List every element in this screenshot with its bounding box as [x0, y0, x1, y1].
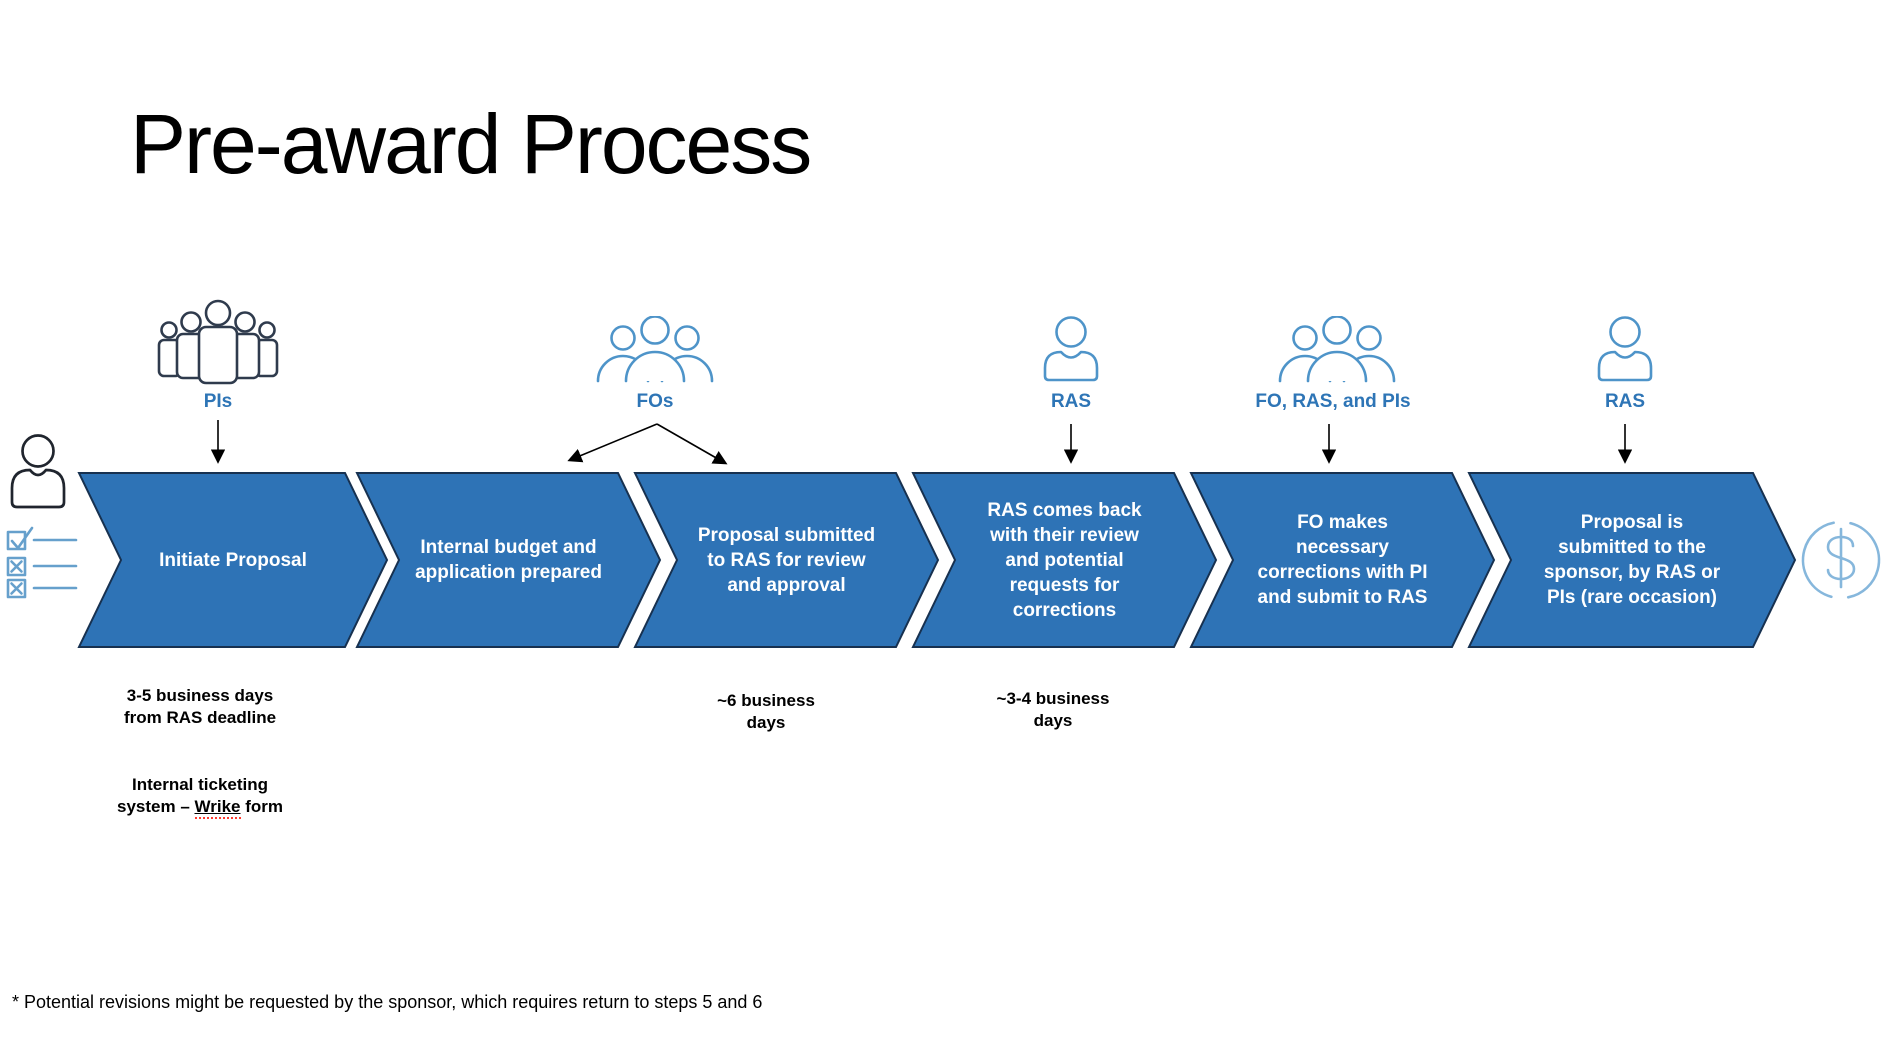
crowd-5-people-icon — [157, 299, 279, 385]
step-1-duration-note: 3-5 business days from RAS deadline — [123, 686, 277, 727]
actor-label-fos: FOs — [636, 391, 674, 412]
step-6-label: Proposal is submitted to the sponsor, by… — [1543, 512, 1721, 608]
ticketing-note-suffix: form — [240, 797, 283, 816]
footnote: * Potential revisions might be requested… — [12, 992, 763, 1012]
page-title: Pre-award Process — [130, 97, 812, 191]
step-4-duration-note: ~3-4 business days — [996, 689, 1110, 730]
person-with-checklist-icon — [6, 434, 78, 599]
actor-label-fo-ras-pis: FO, RAS, and PIs — [1255, 391, 1411, 412]
single-person-icon — [1043, 316, 1099, 382]
group-3-people-icon — [1278, 316, 1396, 383]
step-1-label: Initiate Proposal — [159, 549, 307, 571]
actor-label-ras-submit: RAS — [1604, 391, 1646, 412]
wrike-link[interactable]: Wrike — [194, 797, 241, 819]
step-4-label: RAS comes back with their review and pot… — [987, 499, 1142, 621]
step-3-duration-note: ~6 business days — [717, 691, 815, 732]
branch-arrow-fos-left — [567, 423, 658, 463]
step-5-label: FO makes necessary corrections with PI a… — [1257, 512, 1428, 608]
actor-label-pis: PIs — [203, 391, 233, 412]
ticketing-note: Internal ticketing system – Wrike form — [80, 752, 320, 819]
step-2-label: Internal budget and application prepared — [415, 537, 602, 583]
step-3-label: Proposal submitted to RAS for review and… — [697, 524, 876, 596]
single-person-icon — [1597, 316, 1653, 382]
branch-arrow-fos-right — [656, 423, 728, 465]
actor-label-ras-review: RAS — [1050, 391, 1092, 412]
dollar-circle-icon — [1801, 520, 1881, 600]
ticketing-note-prefix: Internal ticketing system – — [117, 775, 269, 816]
group-3-people-icon — [596, 316, 714, 383]
